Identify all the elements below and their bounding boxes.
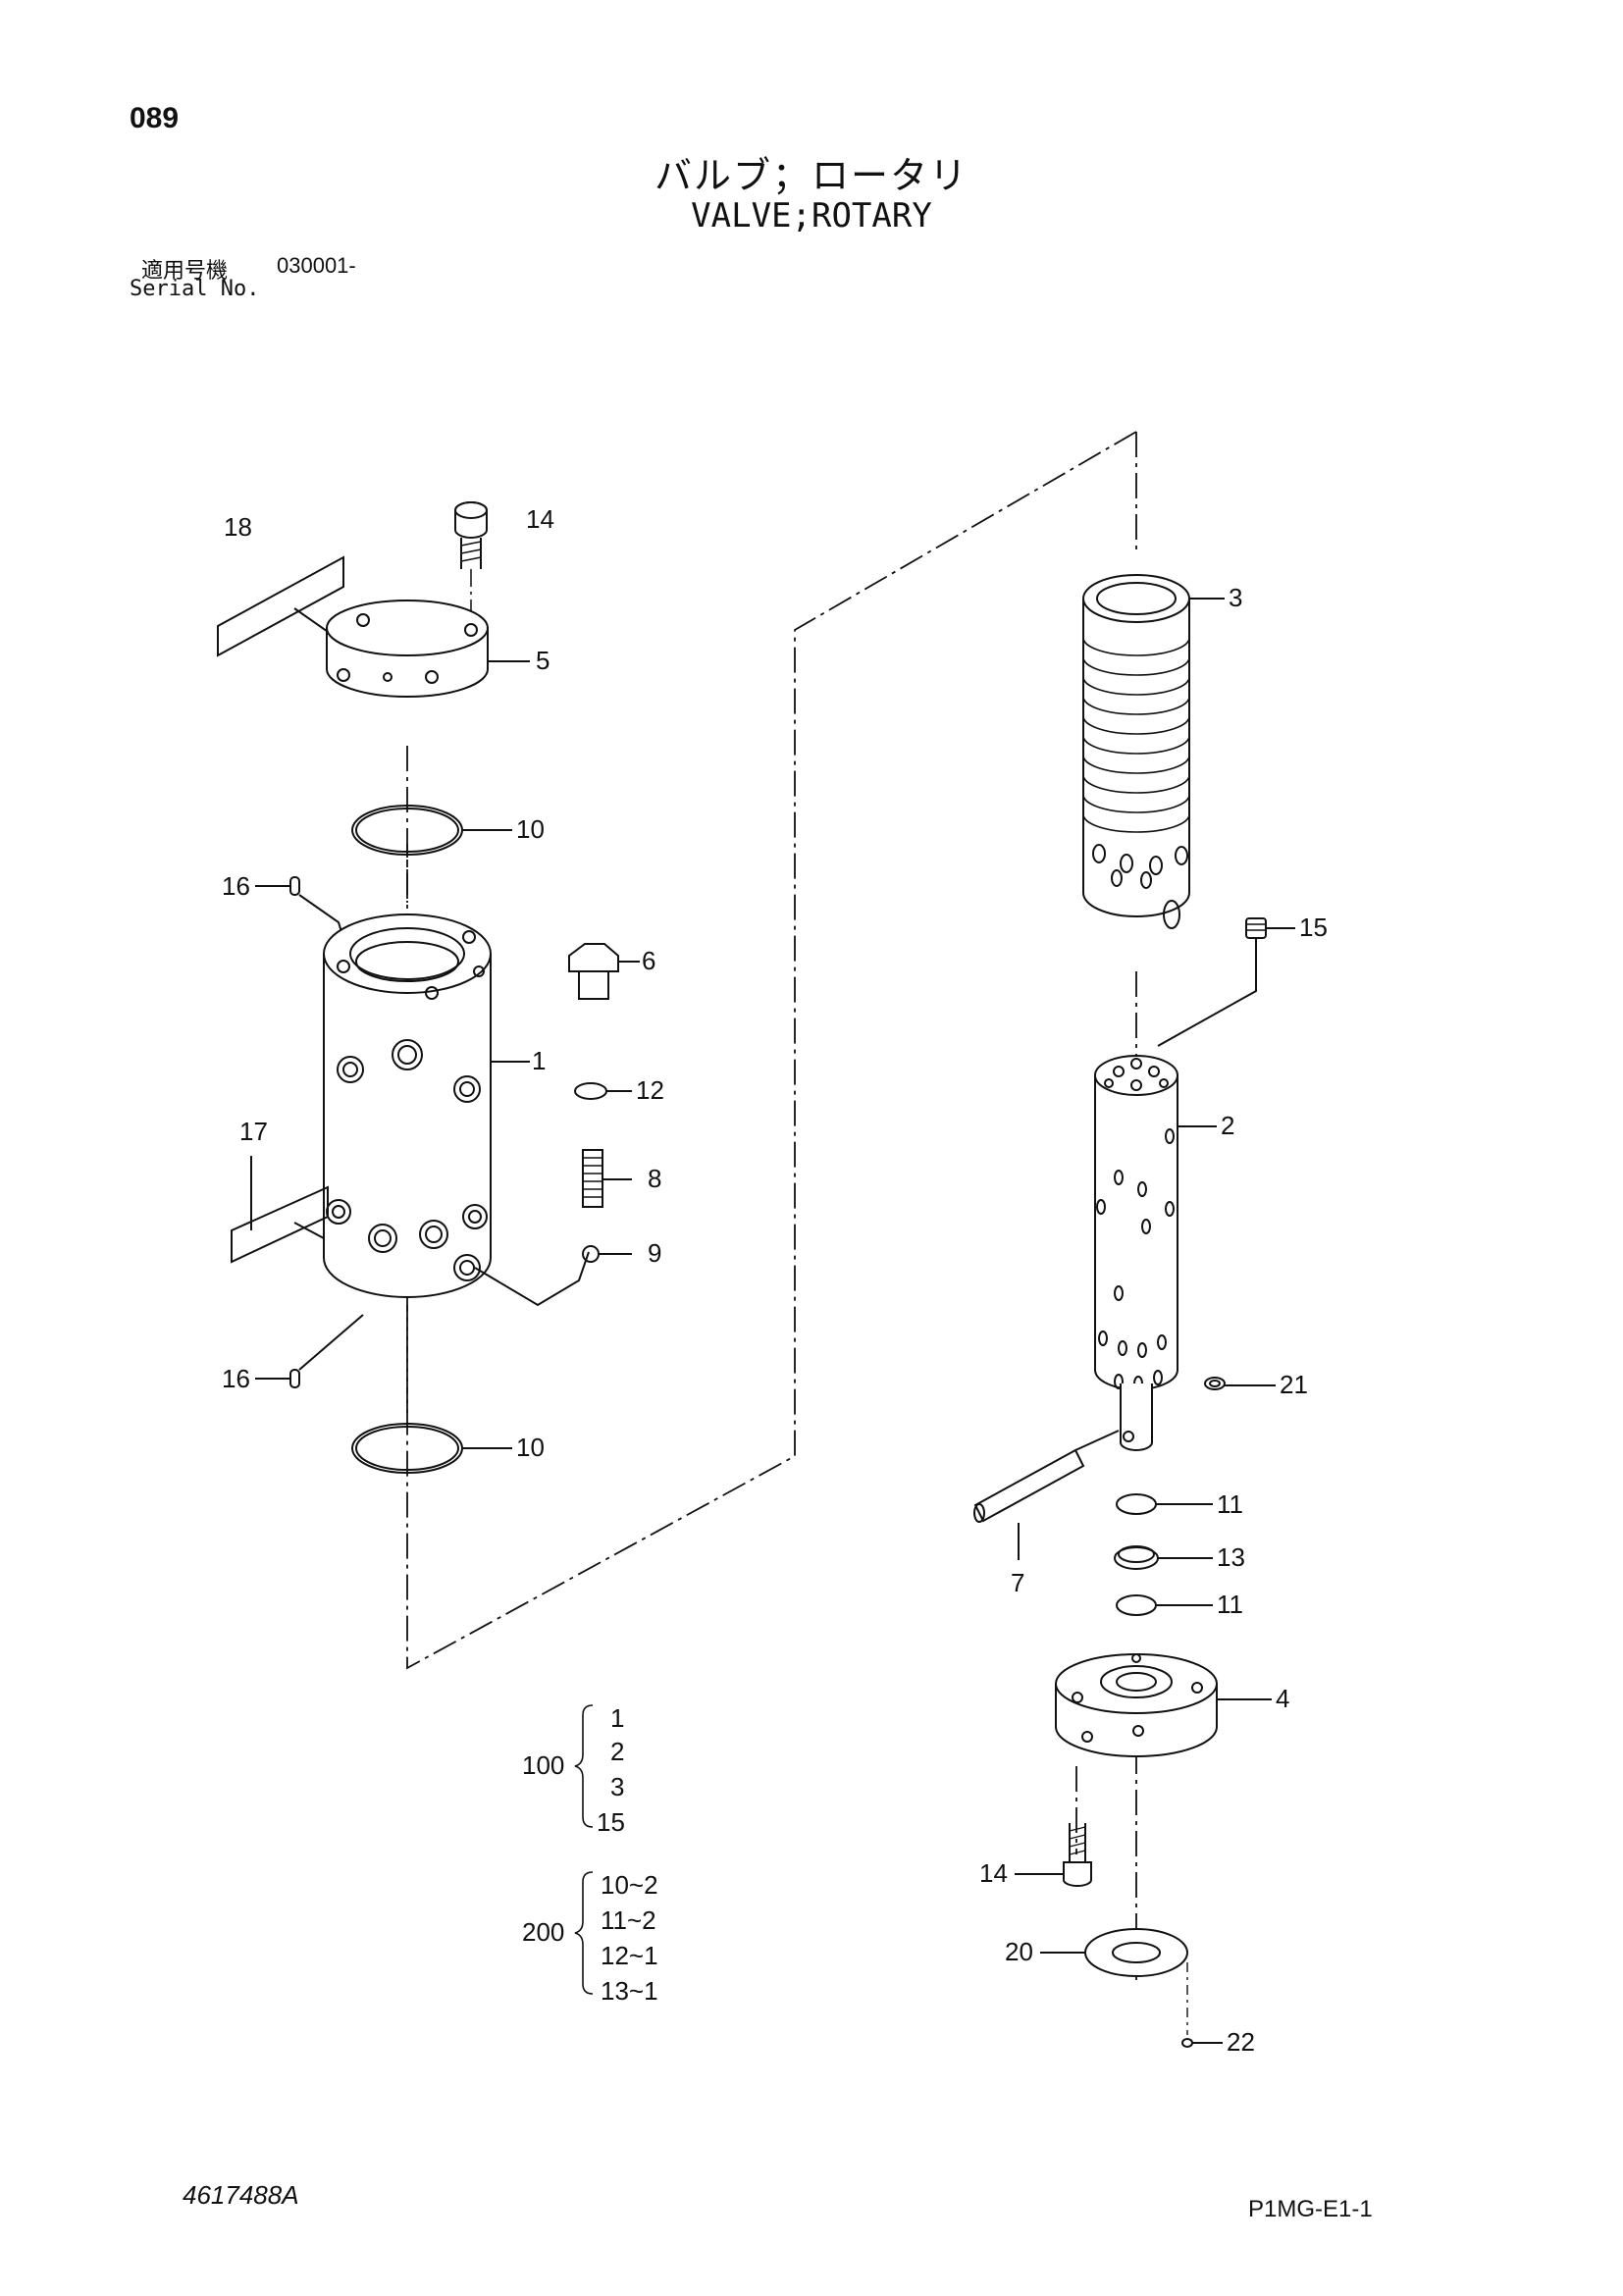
callout-17: 17 [239, 1117, 268, 1146]
part-2-spool [1094, 1055, 1217, 1451]
part-7-pin [973, 1430, 1120, 1560]
callout-8: 8 [648, 1164, 661, 1193]
callout-labels: 18 14 5 10 16 6 1 12 17 8 9 16 10 3 15 2… [222, 504, 1328, 2057]
callout-9: 9 [648, 1238, 661, 1268]
reference-code: P1MG-E1-1 [1248, 2196, 1373, 2222]
callout-7: 7 [1011, 1568, 1024, 1597]
kit-100-item: 1 [610, 1703, 624, 1733]
kit-200-list: 200 10~2 11~2 12~1 13~1 [522, 1870, 658, 2006]
callout-21: 21 [1280, 1370, 1308, 1399]
callout-10-top: 10 [516, 814, 545, 844]
part-11-13-rings [1114, 1493, 1213, 1616]
kit-200-label: 200 [522, 1917, 564, 1947]
assembly-centerlines [406, 431, 1137, 1982]
kit-100-item: 2 [610, 1737, 624, 1766]
kit-100-item: 15 [597, 1807, 625, 1837]
kit-100-item: 3 [610, 1772, 624, 1801]
kit-200-item: 12~1 [601, 1941, 658, 1970]
callout-20: 20 [1005, 1937, 1033, 1966]
part-6-plug [568, 943, 640, 1000]
callout-4: 4 [1276, 1684, 1289, 1713]
part-17-label-plate [231, 1156, 329, 1264]
callout-11-bottom: 11 [1217, 1590, 1243, 1619]
part-4-flange [1055, 1653, 1272, 1757]
part-22-screw [1181, 1962, 1223, 2048]
part-14-bolt-top [454, 501, 488, 628]
callout-18: 18 [224, 512, 252, 542]
part-1-body [323, 913, 590, 1307]
part-15-set-screw [1157, 917, 1295, 1047]
part-9-ball [582, 1245, 632, 1263]
part-8-spring [582, 1149, 632, 1208]
callout-1: 1 [532, 1046, 546, 1075]
callout-22: 22 [1227, 2027, 1255, 2057]
page-title-japanese: バルブ；ロータリ [654, 154, 969, 197]
kit-200-item: 13~1 [601, 1976, 658, 2006]
callout-3: 3 [1229, 583, 1242, 612]
callout-14-bottom: 14 [979, 1858, 1008, 1888]
serial-label-japanese: 適用号機 [141, 259, 229, 284]
serial-number-value: 030001- [277, 253, 356, 278]
kit-200-item: 11~2 [601, 1905, 656, 1935]
callout-13: 13 [1217, 1542, 1245, 1572]
callout-15: 15 [1299, 913, 1328, 942]
callout-5: 5 [536, 646, 550, 675]
callout-11-top: 11 [1217, 1489, 1243, 1519]
callout-14-top: 14 [526, 504, 554, 534]
callout-16-top: 16 [222, 871, 250, 901]
part-12-o-ring [574, 1082, 632, 1100]
callout-2: 2 [1221, 1111, 1234, 1140]
part-3-sleeve [1082, 574, 1225, 929]
callout-10-bottom: 10 [516, 1433, 545, 1462]
part-20-plate [1040, 1928, 1188, 1977]
part-18-label-plate [217, 555, 344, 657]
drawing-number: 4617488A [183, 2180, 299, 2210]
kit-100-list: 100 1 2 3 15 [522, 1703, 625, 1837]
kit-100-label: 100 [522, 1750, 564, 1780]
part-10-o-rings [351, 805, 512, 1474]
kit-200-item: 10~2 [601, 1870, 658, 1900]
part-21-snap-ring [1204, 1377, 1276, 1390]
serial-label-english: Serial No. [130, 277, 260, 301]
callout-16-bottom: 16 [222, 1364, 250, 1393]
page-title-english: VALVE;ROTARY [691, 196, 932, 235]
callout-6: 6 [642, 946, 655, 975]
callout-12: 12 [636, 1075, 664, 1105]
part-14-bolt-bottom [1015, 1823, 1092, 1887]
part-5-cover [326, 600, 530, 698]
page-number: 089 [130, 102, 180, 134]
